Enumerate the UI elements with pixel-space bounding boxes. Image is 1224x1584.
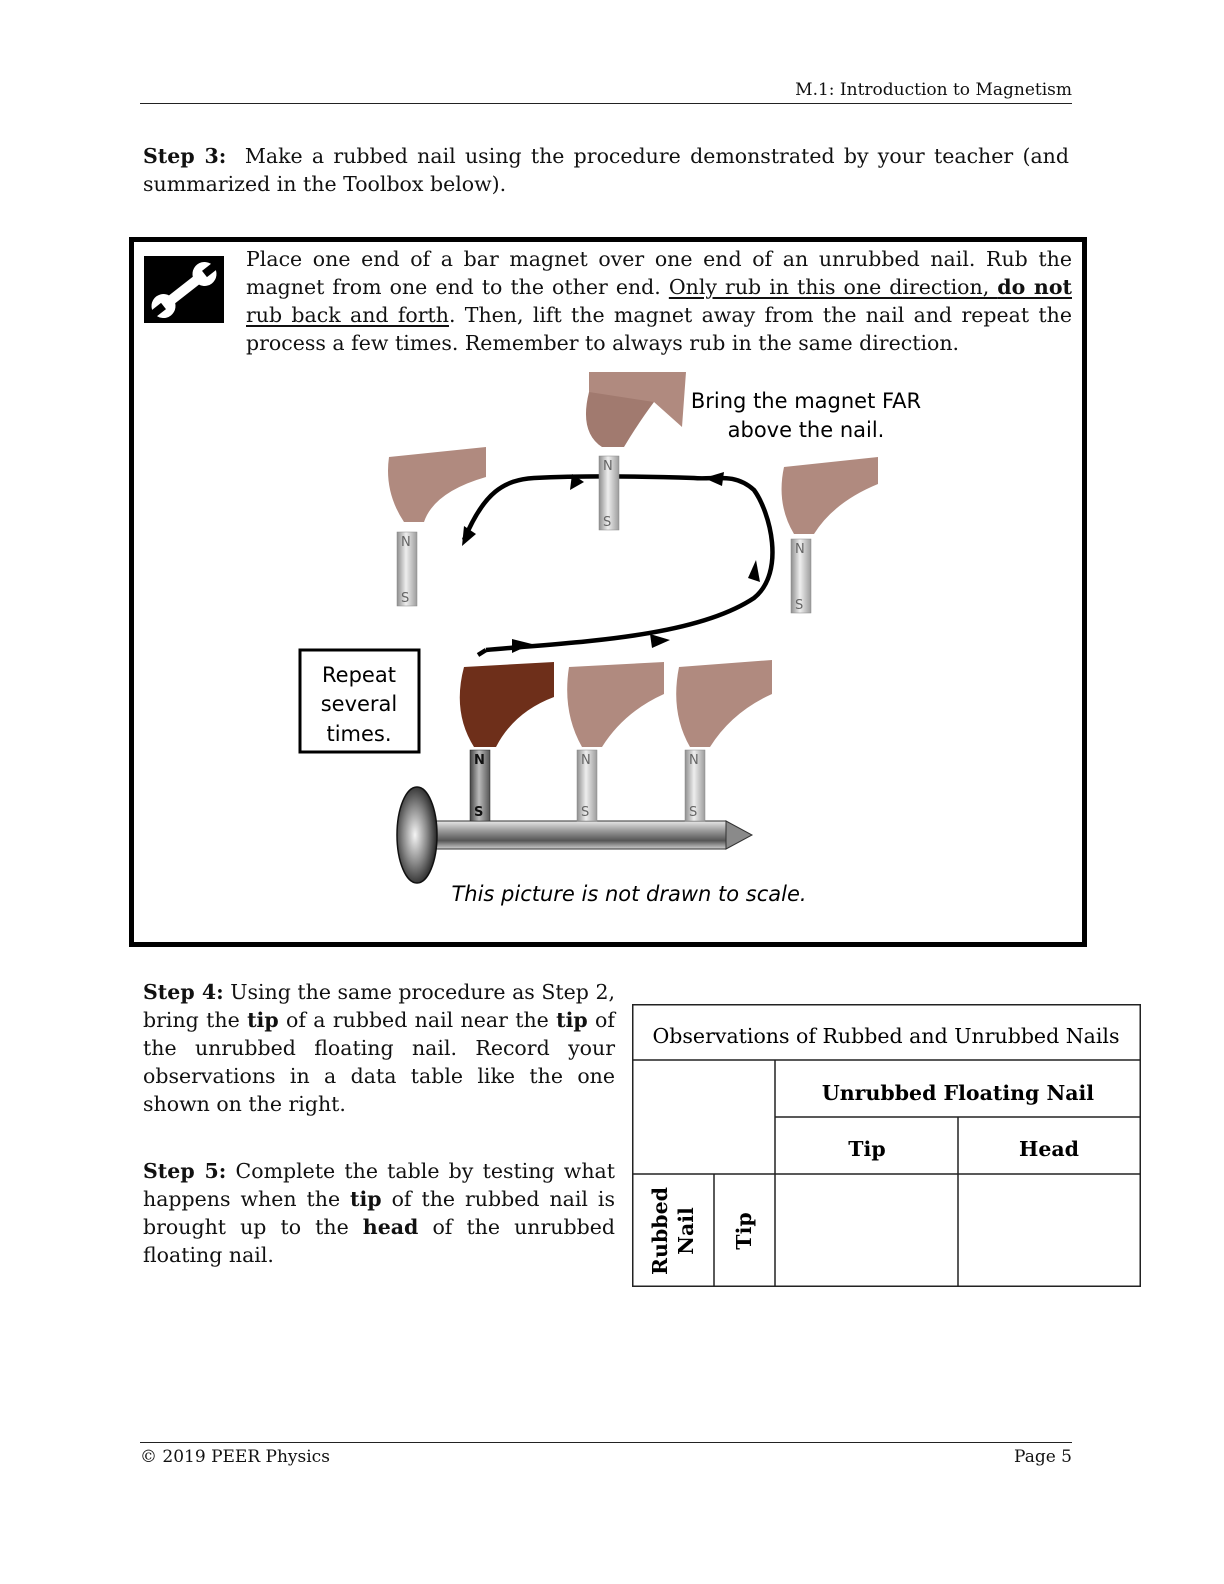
table-row-group-line1: Rubbed	[648, 1187, 672, 1275]
step-3-paragraph: Step 3: Make a rubbed nail using the pro…	[143, 142, 1069, 198]
footer-page-number: Page 5	[1014, 1447, 1072, 1467]
repeat-box	[298, 648, 421, 754]
header-title: M.1: Introduction to Magnetism	[795, 80, 1072, 100]
step-3-text: Make a rubbed nail using the procedure d…	[143, 144, 1069, 196]
diagram-caption: This picture is not drawn to scale.	[451, 882, 806, 906]
step-5-text-3: of the unrubbed floating nail.	[143, 1215, 615, 1267]
footer-copyright: © 2019 PEER Physics	[140, 1447, 330, 1467]
magnet-rubbing-diagram: N S N S N S N S N S	[298, 372, 921, 906]
table-col-head: Head	[1019, 1137, 1079, 1161]
step-4-bold-1: tip	[247, 1008, 279, 1032]
table-group-header: Unrubbed Floating Nail	[822, 1081, 1094, 1105]
step-5-paragraph: Step 5: Complete the table by testing wh…	[143, 1157, 615, 1269]
step-5-bold-2: head	[362, 1215, 419, 1239]
toolbox-box: Place one end of a bar magnet over one e…	[129, 237, 1087, 947]
page-footer: © 2019 PEER Physics Page 5	[140, 1442, 1072, 1467]
toolbox-underline-2: rub back and forth	[246, 303, 449, 327]
pole-s-label: S	[689, 805, 697, 820]
step-5-bold-1: tip	[350, 1187, 382, 1211]
table-title: Observations of Rubbed and Unrubbed Nail…	[652, 1024, 1119, 1048]
step-4-text-1: Using the same procedure as Step 2, brin…	[143, 980, 615, 1032]
step-3-label: Step 3:	[143, 144, 227, 168]
nail-icon	[396, 786, 754, 884]
pole-n-label: N	[689, 753, 699, 768]
step-4-bold-2: tip	[556, 1008, 588, 1032]
hand-magnet-bottom-active: N S	[459, 662, 554, 822]
wrench-icon	[144, 256, 224, 323]
toolbox-do-not: do not	[997, 275, 1072, 299]
table-col-tip: Tip	[848, 1137, 885, 1161]
toolbox-underlined-text: Only rub in this one direction, do not r…	[246, 275, 1072, 327]
step-5-text-1: Complete the table by testing what happe…	[143, 1159, 616, 1211]
page-header: M.1: Introduction to Magnetism	[140, 80, 1072, 104]
step-4-text-3: of the unrubbed floating nail. Record yo…	[143, 1008, 615, 1116]
table-cell-tip-tip[interactable]	[776, 1175, 957, 1286]
pole-s-label: S	[401, 591, 409, 606]
pole-n-label: N	[603, 459, 613, 474]
toolbox-instructions: Place one end of a bar magnet over one e…	[246, 245, 1072, 357]
toolbox-text-part1: Place one end of a bar magnet over one e…	[246, 247, 1072, 299]
step-4-paragraph: Step 4: Using the same procedure as Step…	[143, 978, 615, 1118]
far-label-line1: Bring the magnet FAR	[691, 389, 921, 413]
hand-magnet-bottom-middle: N S	[567, 662, 664, 822]
repeat-line3: times.	[326, 722, 391, 746]
repeat-line1: Repeat	[322, 663, 396, 687]
step-4-label: Step 4:	[143, 980, 224, 1004]
step-4-text-2: of a rubbed nail near the	[278, 1008, 557, 1032]
table-row-group-label: Rubbed Nail	[648, 1187, 698, 1275]
far-label-line2: above the nail.	[728, 418, 885, 442]
hand-magnet-bottom-right: N S	[676, 660, 772, 822]
pole-s-label: S	[474, 805, 483, 820]
pole-n-label: N	[581, 753, 591, 768]
table-cell-tip-head[interactable]	[959, 1175, 1140, 1286]
step-5-text-2: of the rubbed nail is brought up to the	[143, 1187, 616, 1239]
hand-magnet-top: N S	[585, 372, 686, 531]
pole-n-label: N	[401, 535, 411, 550]
pole-s-label: S	[603, 515, 611, 530]
pole-n-label: N	[474, 753, 485, 768]
pole-s-label: S	[795, 598, 803, 613]
arrowheads	[462, 472, 760, 653]
step-5-label: Step 5:	[143, 1159, 227, 1183]
observations-table: Observations of Rubbed and Unrubbed Nail…	[632, 1004, 1141, 1287]
repeat-line2: several	[321, 692, 398, 716]
hand-magnet-right: N S	[781, 457, 878, 614]
toolbox-underline-1: Only rub in this one direction,	[668, 275, 998, 299]
table-row-group-line2: Nail	[674, 1207, 698, 1255]
toolbox-text-part2: . Then, lift the magnet away from the na…	[246, 303, 1072, 355]
hand-magnet-upper-left: N S	[388, 447, 486, 607]
pole-n-label: N	[795, 542, 805, 557]
pole-s-label: S	[581, 805, 589, 820]
motion-path-arrows	[461, 474, 775, 657]
table-row-tip: Tip	[732, 1212, 756, 1249]
